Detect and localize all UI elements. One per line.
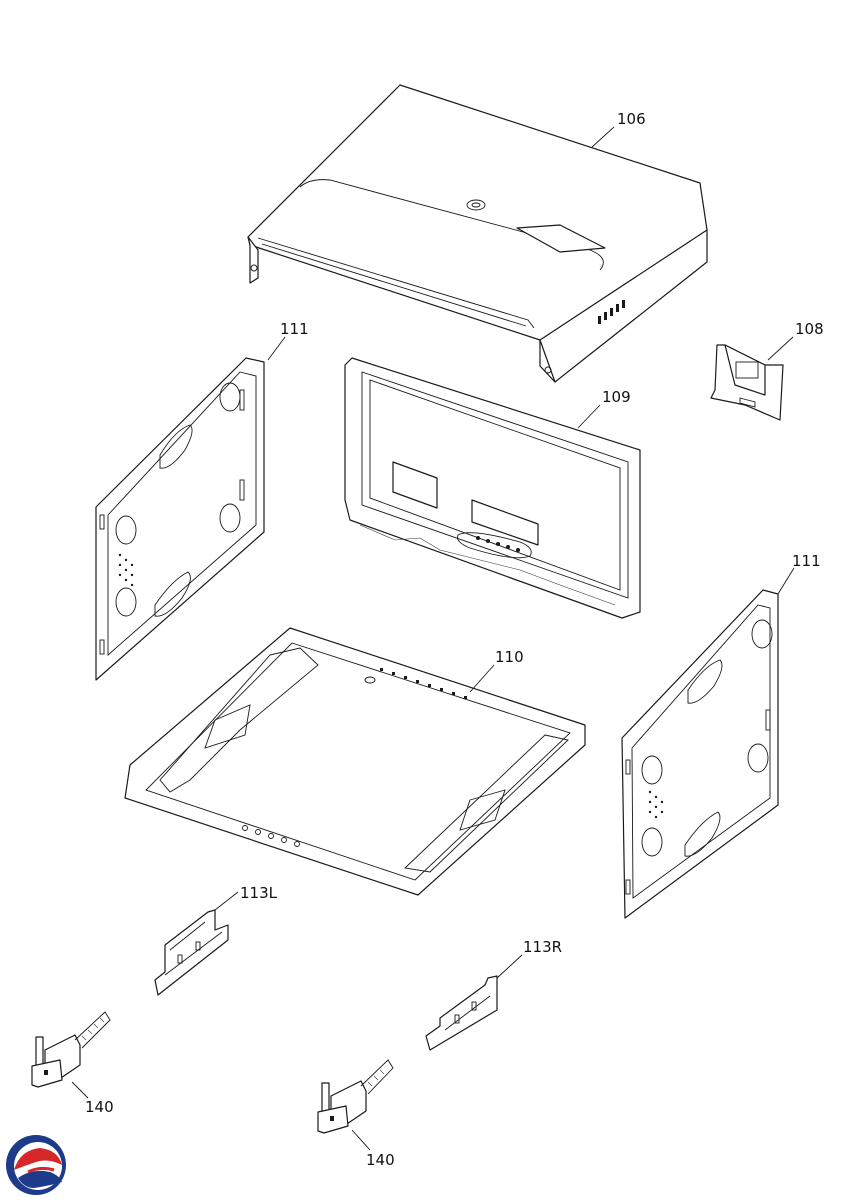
part-side-panel-right: [621, 589, 779, 919]
callout-108: 108: [795, 320, 824, 338]
part-side-panel-left: [95, 357, 265, 681]
callout-111-left: 111: [280, 320, 309, 338]
callout-113r: 113R: [523, 938, 562, 956]
callout-113l: 113L: [240, 884, 278, 902]
callout-106: 106: [617, 110, 646, 128]
part-bottom-frame: [124, 627, 586, 896]
brand-logo: [6, 1135, 66, 1195]
part-hinge-left: [31, 1011, 111, 1088]
callout-110: 110: [495, 648, 524, 666]
callout-109: 109: [602, 388, 631, 406]
part-rail-right: [425, 975, 498, 1051]
part-hinge-right: [317, 1059, 394, 1134]
callout-111-right: 111: [792, 552, 821, 570]
part-back-frame: [344, 357, 641, 619]
callout-140-left: 140: [85, 1098, 114, 1116]
callout-140-right: 140: [366, 1151, 395, 1169]
leader-lines: [71, 126, 795, 1151]
part-top-cover: [247, 84, 708, 383]
part-rail-left: [154, 909, 229, 996]
part-bracket: [710, 344, 784, 421]
